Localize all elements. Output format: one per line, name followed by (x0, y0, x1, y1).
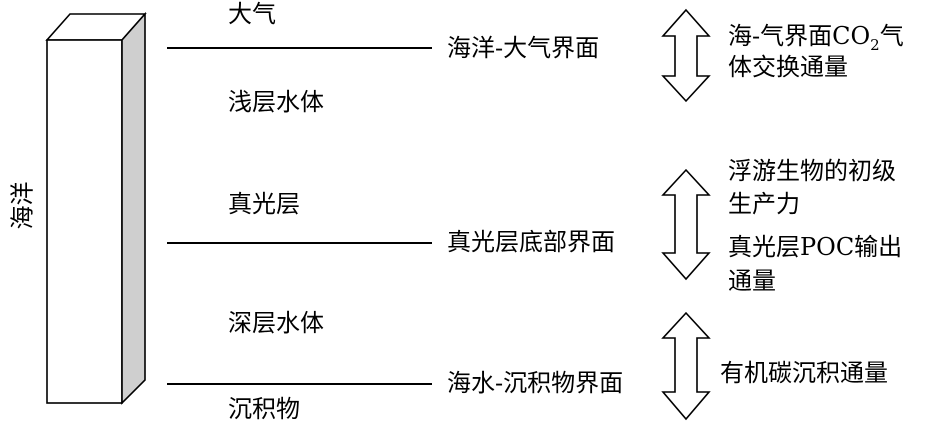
interface-label-water-sediment: 海水-沉积物界面 (447, 369, 624, 397)
flux-label-gas-exchange-line2: 体交换通量 (728, 53, 848, 81)
arrow-burial (661, 311, 711, 421)
flux-gas-exchange-post: 气 (879, 22, 904, 50)
flux-label-primary-production: 浮游生物的初级 (728, 157, 896, 185)
ocean-column (45, 11, 147, 405)
layer-label-euphotic: 真光层 (228, 190, 300, 218)
flux-label-burial: 有机碳沉积通量 (720, 359, 888, 387)
boundary-line-ocean-atmosphere (167, 47, 432, 49)
flux-label-poc-export: 真光层POC输出 (728, 233, 903, 261)
layer-label-deep-water: 深层水体 (228, 309, 324, 337)
layer-label-shallow-water: 浅层水体 (228, 88, 324, 116)
ocean-column-front (46, 39, 123, 404)
boundary-line-euphotic-bottom (167, 242, 432, 244)
flux-label-gas-exchange: 海-气界面CO2气 (728, 22, 904, 52)
arrow-euphotic (661, 168, 711, 281)
arrow-gas-exchange (661, 8, 711, 103)
flux-label-poc-export-line2: 通量 (728, 267, 776, 295)
interface-label-ocean-atmosphere: 海洋-大气界面 (447, 34, 600, 62)
ocean-column-side (121, 11, 146, 405)
flux-gas-exchange-sub: 2 (870, 35, 880, 54)
layer-label-atmosphere: 大气 (228, 0, 276, 28)
layer-label-sediment: 沉积物 (228, 395, 300, 423)
ocean-column-label: 海洋 (8, 181, 37, 230)
boundary-line-water-sediment (167, 383, 432, 385)
flux-gas-exchange-pre: 海-气界面CO (728, 22, 871, 50)
flux-label-primary-production-line2: 生产力 (728, 190, 800, 218)
interface-label-euphotic-bottom: 真光层底部界面 (447, 228, 615, 256)
